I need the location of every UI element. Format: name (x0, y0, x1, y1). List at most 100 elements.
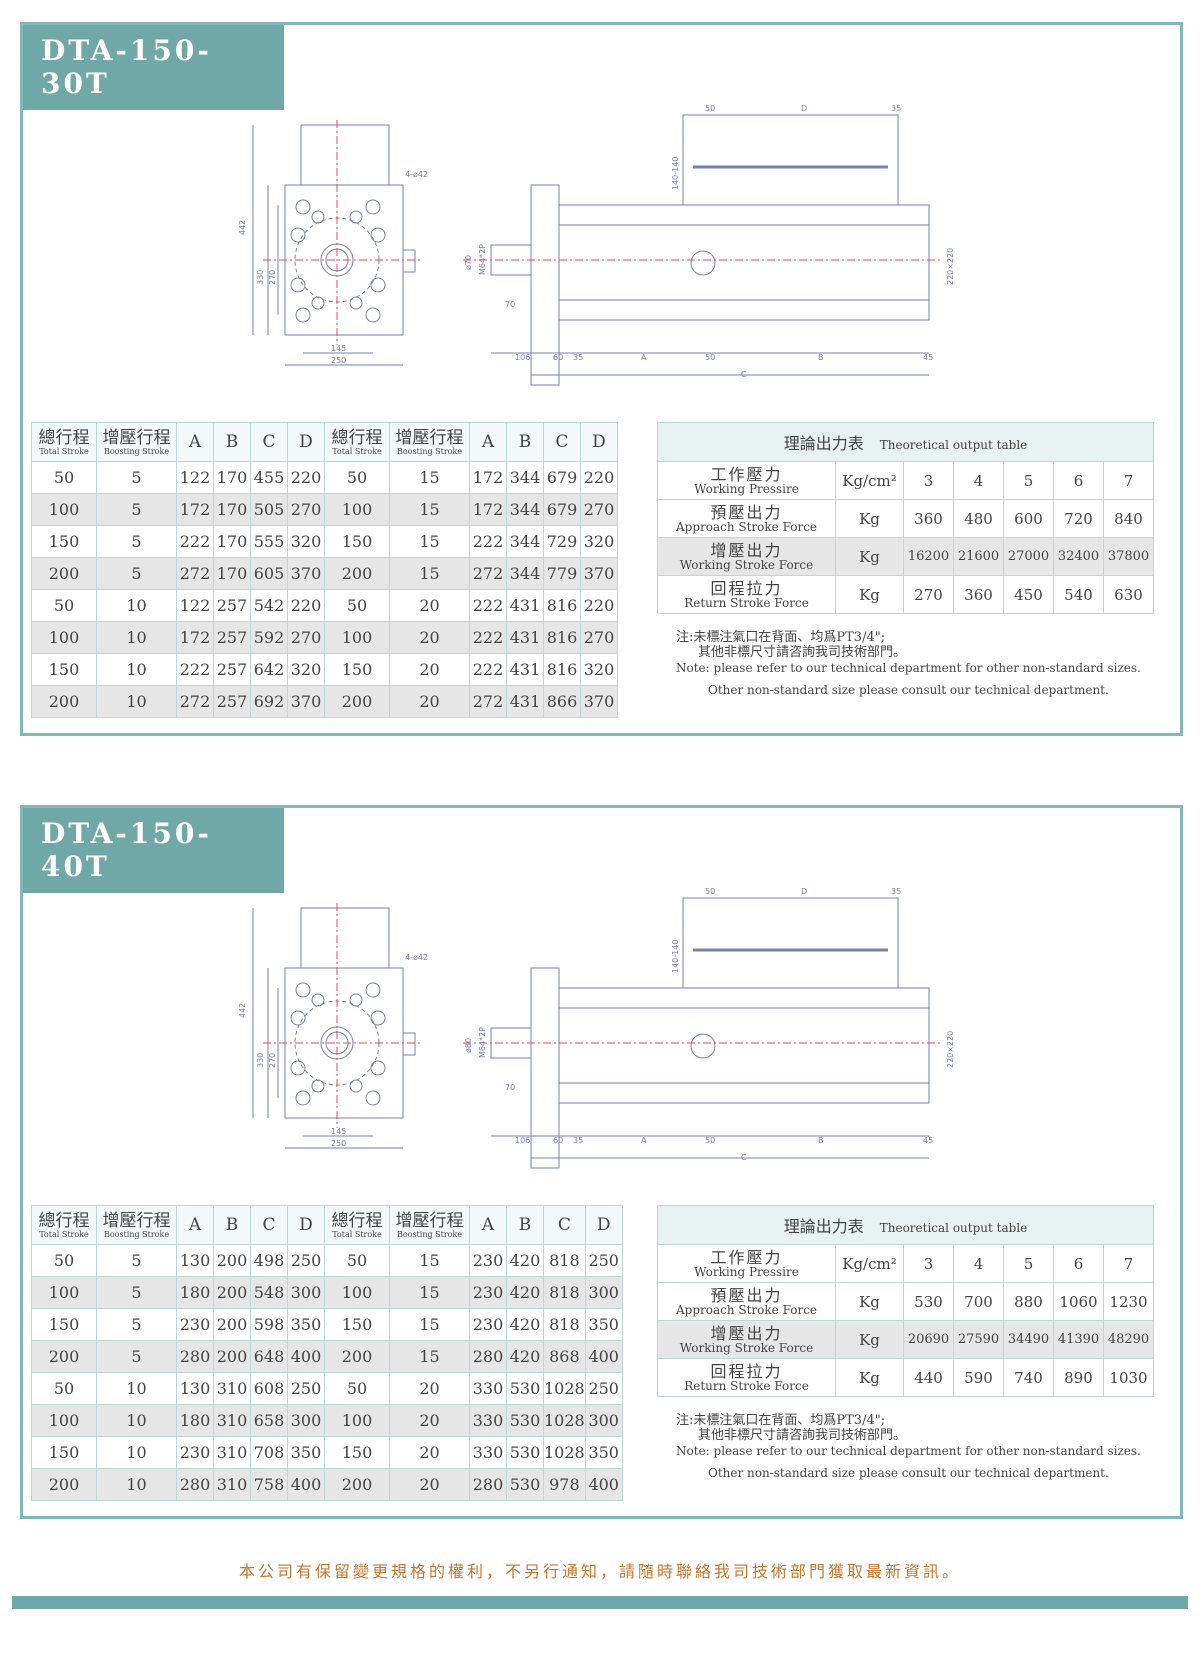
section-dta-150-40t: DTA-150-40T (20, 805, 1183, 1519)
dimension-label: 442 (238, 1003, 247, 1018)
table-cell: 20 (389, 621, 470, 654)
table-cell: 50 (31, 461, 97, 494)
output-unit: Kg/cm² (835, 1244, 904, 1283)
cylinder-body (558, 204, 930, 321)
output-value: 6 (1053, 461, 1104, 500)
table-cell: 431 (506, 653, 544, 686)
table-cell: 530 (506, 1436, 544, 1469)
table-cell: 257 (213, 621, 251, 654)
header-b: B (506, 1205, 544, 1245)
table-cell: 122 (176, 461, 214, 494)
table-cell: 230 (469, 1244, 507, 1277)
table-cell: 542 (250, 589, 288, 622)
dimension-label: 270 (268, 270, 277, 285)
table-cell: 320 (580, 525, 618, 558)
table-cell: 344 (506, 525, 544, 558)
table-cell: 548 (250, 1276, 288, 1309)
table-cell: 220 (580, 589, 618, 622)
table-cell: 50 (31, 1244, 97, 1277)
table-cell: 257 (213, 685, 251, 718)
table-cell: 530 (506, 1404, 544, 1437)
output-value: 720 (1053, 499, 1104, 538)
output-value: 1230 (1103, 1282, 1154, 1321)
table-cell: 818 (543, 1244, 586, 1277)
table-cell: 220 (287, 461, 325, 494)
table-cell: 10 (96, 1436, 177, 1469)
output-value: 4 (953, 461, 1004, 500)
table-cell: 170 (213, 461, 251, 494)
output-value: 41390 (1053, 1320, 1104, 1359)
output-value: 4 (953, 1244, 1004, 1283)
table-cell: 344 (506, 493, 544, 526)
table-cell: 222 (469, 621, 507, 654)
dimension-label: M64*2P (478, 244, 487, 275)
table-cell: 272 (176, 557, 214, 590)
dimension-label: 330 (256, 270, 265, 285)
table-cell: 200 (324, 1468, 390, 1501)
table-cell: 100 (31, 1404, 97, 1437)
table-cell: 222 (469, 525, 507, 558)
table-cell: 431 (506, 621, 544, 654)
table-cell: 816 (543, 653, 581, 686)
output-value: 5 (1003, 1244, 1054, 1283)
table-cell: 779 (543, 557, 581, 590)
dimension-label: 250 (331, 356, 346, 365)
table-cell: 180 (176, 1276, 214, 1309)
table-cell: 310 (213, 1372, 251, 1405)
table-cell: 431 (506, 589, 544, 622)
table-cell: 100 (324, 621, 390, 654)
note-line: 其他非標尺寸請咨詢我司技術部門。 (698, 645, 907, 660)
table-cell: 230 (469, 1276, 507, 1309)
table-cell: 344 (506, 557, 544, 590)
table-cell: 150 (324, 525, 390, 558)
dimension-label: D (801, 887, 807, 896)
table-cell: 400 (287, 1468, 325, 1501)
output-value: 450 (1003, 575, 1054, 614)
output-unit: Kg (835, 499, 904, 538)
dimension-label: A (641, 1136, 647, 1145)
dimension-label: 60 (553, 353, 563, 362)
table-cell: 5 (96, 1276, 177, 1309)
output-value: 880 (1003, 1282, 1054, 1321)
dimension-label: 270 (268, 1053, 277, 1068)
output-value: 840 (1103, 499, 1154, 538)
table-cell: 270 (580, 621, 618, 654)
footer-notice: 本公司有保留變更規格的權利，不另行通知，請隨時聯絡我司技術部門獲取最新資訊。 (238, 1562, 961, 1581)
table-cell: 200 (324, 685, 390, 718)
note-line: Other non-standard size please consult o… (708, 1466, 1109, 1480)
table-cell: 1028 (543, 1436, 586, 1469)
table-cell: 816 (543, 589, 581, 622)
section-title: DTA-150-40T (23, 808, 284, 893)
top-tie-rods (682, 897, 899, 989)
table-cell: 400 (584, 1340, 623, 1373)
table-cell: 100 (31, 493, 97, 526)
table-cell: 15 (389, 525, 470, 558)
output-value: 530 (903, 1282, 954, 1321)
note-line: Note: please refer to our technical depa… (676, 1444, 1141, 1458)
table-cell: 300 (287, 1276, 325, 1309)
note-block: 注:未標注氣口在背面、均爲PT3/4"; 其他非標尺寸請咨詢我司技術部門。 No… (676, 1413, 1156, 1486)
table-cell: 330 (469, 1404, 507, 1437)
table-cell: 170 (213, 525, 251, 558)
table-cell: 5 (96, 525, 177, 558)
dimension-label: 106 (515, 1136, 530, 1145)
table-cell: 222 (469, 589, 507, 622)
table-cell: 10 (96, 1372, 177, 1405)
technical-drawing: 442 330 270 145 250 4-ø42 70 ø80 M64*2P … (238, 887, 955, 1169)
table-cell: 150 (324, 1436, 390, 1469)
header-d: D (580, 422, 618, 462)
table-cell: 818 (543, 1308, 586, 1341)
